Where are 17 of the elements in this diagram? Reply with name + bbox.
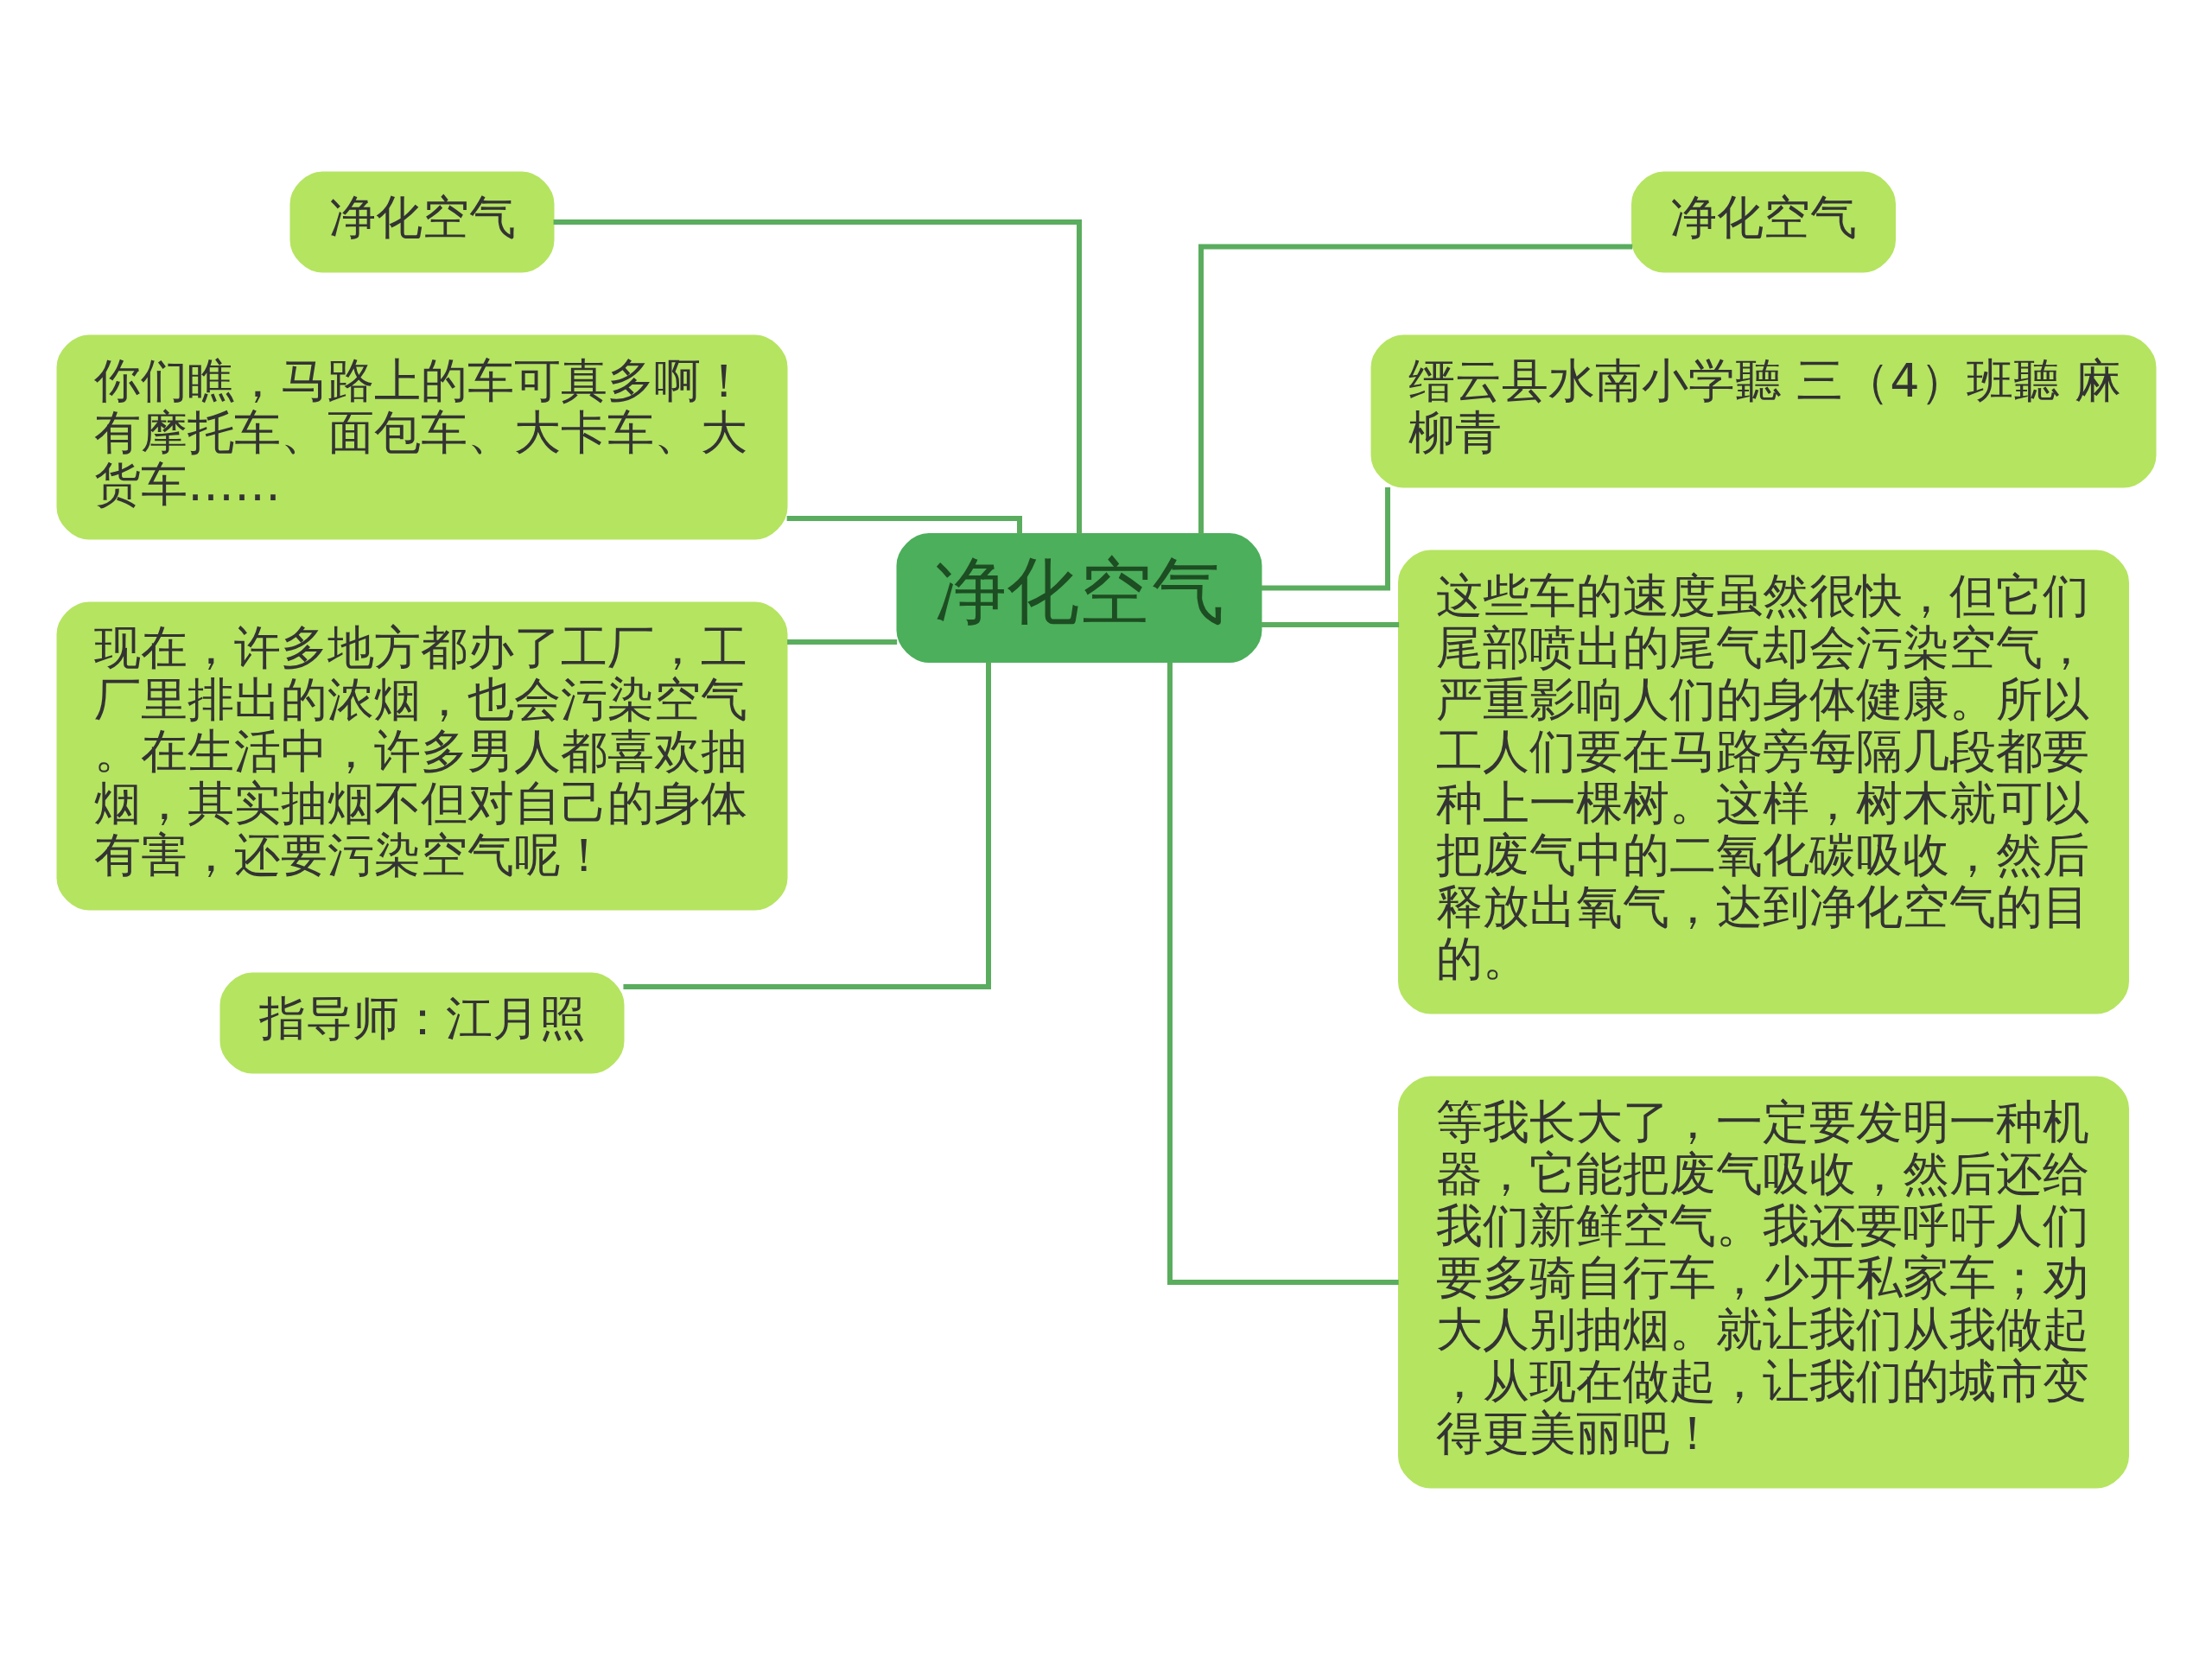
connector: [1198, 244, 1632, 534]
node-box: 指导师：江月照: [219, 972, 624, 1073]
connector: [553, 219, 1082, 534]
connector: [1261, 486, 1390, 590]
node-box: 净化空气: [1630, 171, 1896, 272]
node-box: 缙云县水南小学聽 三（4）班聽 麻柳青: [1370, 334, 2156, 487]
node-box: 现在，许多地方都办了工厂，工厂里排出的浓烟，也会污染空气。在生活中，许多男人都喜欢抽烟，其实抽烟不但对自己的身体有害，还要污染空气呢！: [56, 601, 787, 910]
connector: [622, 661, 991, 989]
connector: [786, 639, 897, 645]
connector: [786, 515, 1022, 534]
node-box: 等我长大了，一定要发明一种机器，它能把废气吸收，然后还给我们新鲜空气。我还要呼吁人们要多骑自行车，少开私家车；劝大人别抽烟。就让我们从我做起，从现在做起，让我们的城市变得更美丽吧！: [1397, 1076, 2129, 1488]
node-box: 净化空气: [896, 532, 1262, 663]
connector: [1260, 621, 1399, 627]
connector: [1166, 662, 1399, 1285]
node-box: 这些车的速度虽然很快，但它们尾部喷出的尾气却会污染空气，严重影响人们的身体健康。所以工人们要在马路旁每隔几段都要种上一棵树。这样，树木就可以把废气中的二氧化碳吸收，然后释放出氧气，达到净化空气的目的。: [1397, 550, 2129, 1014]
node-box: 你们瞧，马路上的车可真多啊！有摩托车、面包车、大卡车、大货车……: [56, 334, 787, 539]
node-box: 净化空气: [289, 171, 554, 272]
